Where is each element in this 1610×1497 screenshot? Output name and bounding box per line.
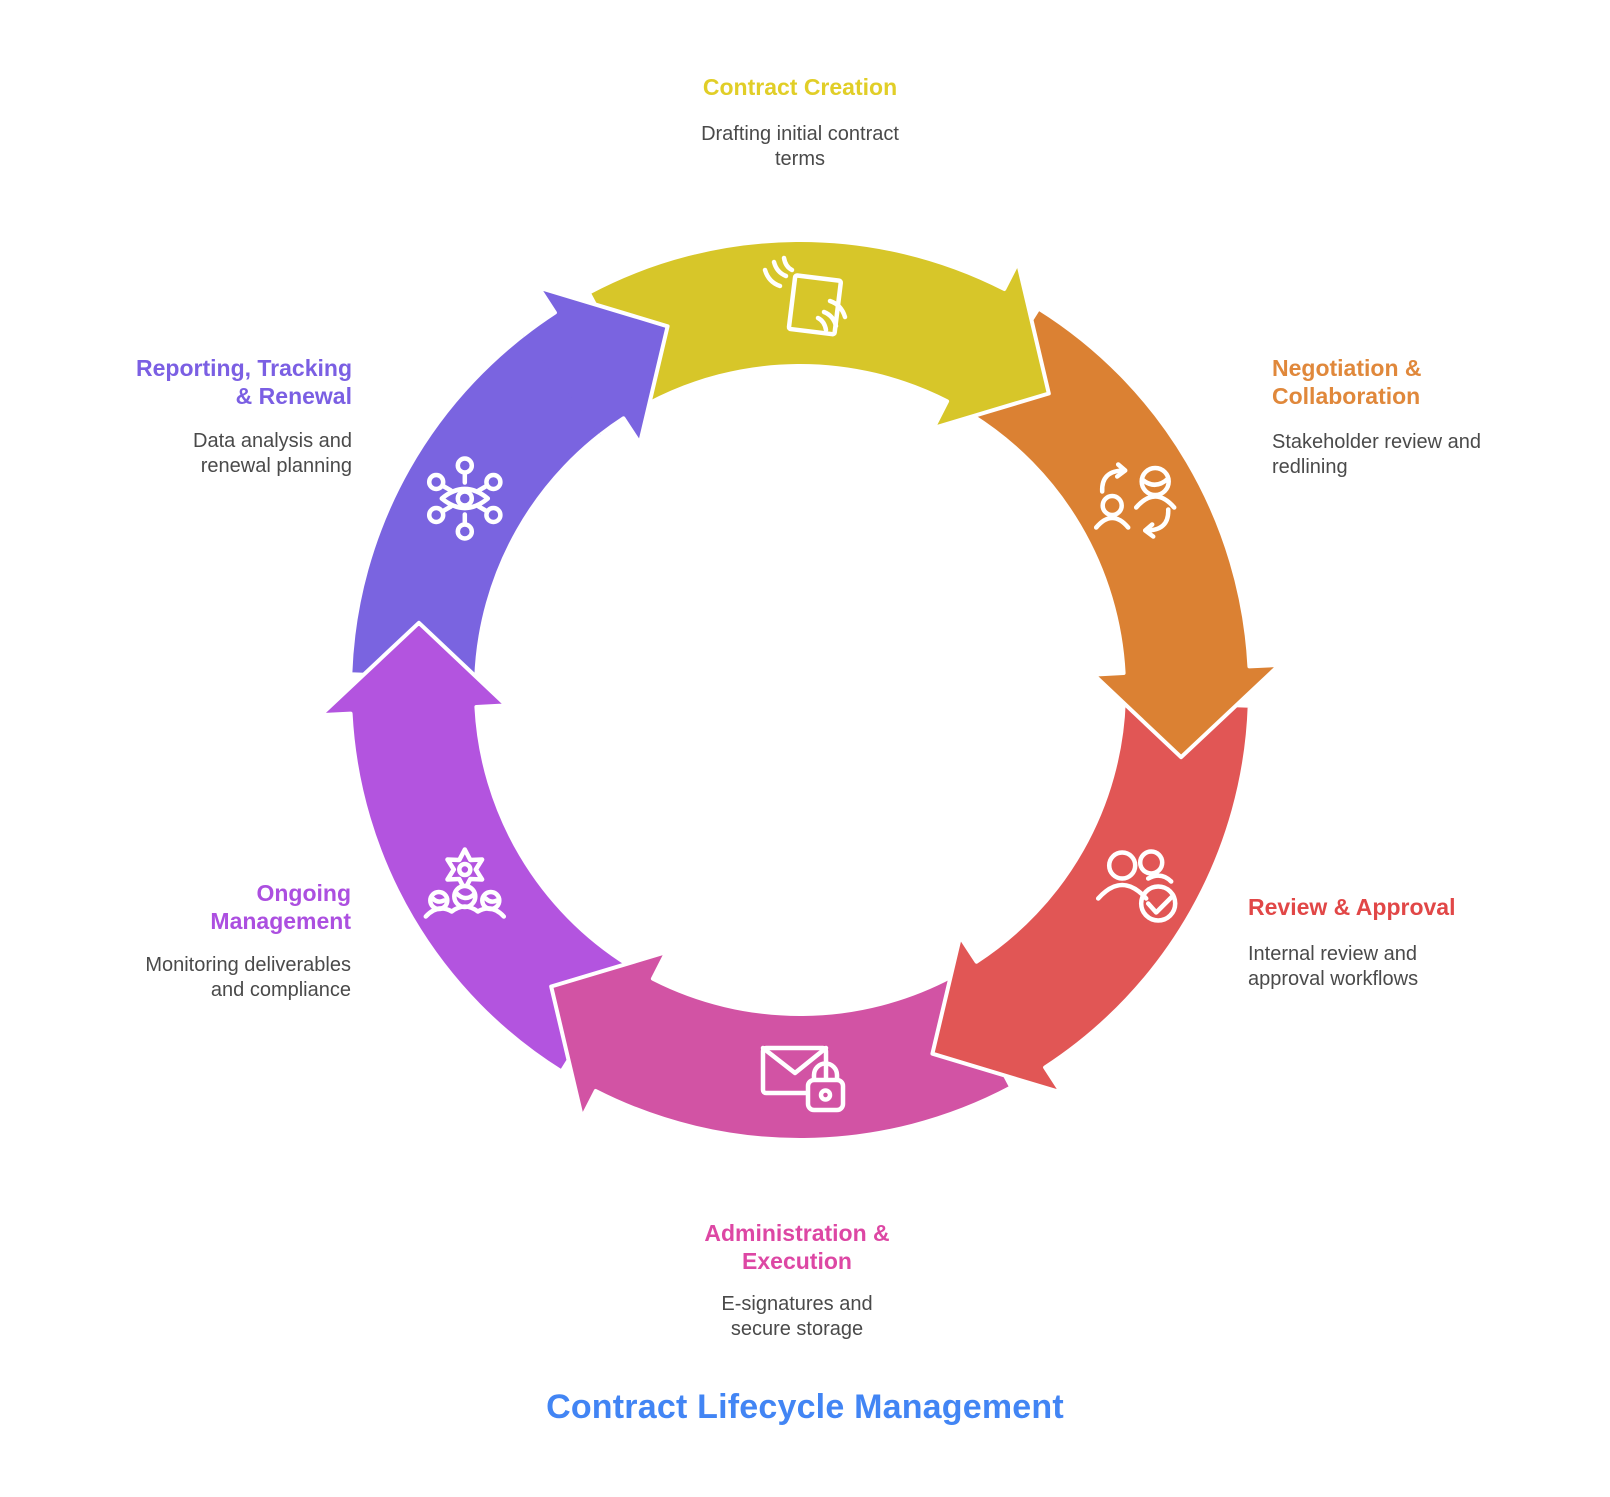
stage-desc-review-approval: Internal review and approval workflows <box>1248 943 1419 991</box>
stage-desc-administration-execution: E-signatures and secure storage <box>721 1293 873 1341</box>
document-hands-icon <box>762 255 848 337</box>
arc-negotiation-collaboration <box>969 306 1282 760</box>
envelope-lock-icon <box>760 1045 846 1113</box>
people-check-icon <box>1095 849 1178 923</box>
stage-desc-ongoing-management: Monitoring deliverables and compliance <box>145 954 351 1002</box>
stage-label-review-approval: Review & Approval <box>1248 894 1456 920</box>
people-swap-icon <box>1093 462 1177 539</box>
stage-desc-contract-creation: Drafting initial contract terms <box>701 123 899 171</box>
stage-label-ongoing-management: Ongoing Management <box>210 880 351 934</box>
arc-ongoing-management <box>318 620 631 1074</box>
arc-review-approval <box>930 699 1252 1095</box>
diagram-title: Contract Lifecycle Management <box>546 1388 1064 1426</box>
stage-label-administration-execution: Administration & Execution <box>704 1220 890 1274</box>
stage-label-contract-creation: Contract Creation <box>702 74 898 100</box>
eye-network-icon <box>426 456 503 541</box>
arc-reporting-tracking-renewal-head <box>521 285 670 446</box>
stage-label-reporting-tracking-renewal: Reporting, Tracking & Renewal <box>136 355 352 409</box>
stage-desc-reporting-tracking-renewal: Data analysis and renewal planning <box>193 430 352 478</box>
stage-label-negotiation-collaboration: Negotiation & Collaboration <box>1272 355 1422 409</box>
gear-team-icon <box>423 847 507 919</box>
stage-desc-negotiation-collaboration: Stakeholder review and redlining <box>1272 431 1482 479</box>
